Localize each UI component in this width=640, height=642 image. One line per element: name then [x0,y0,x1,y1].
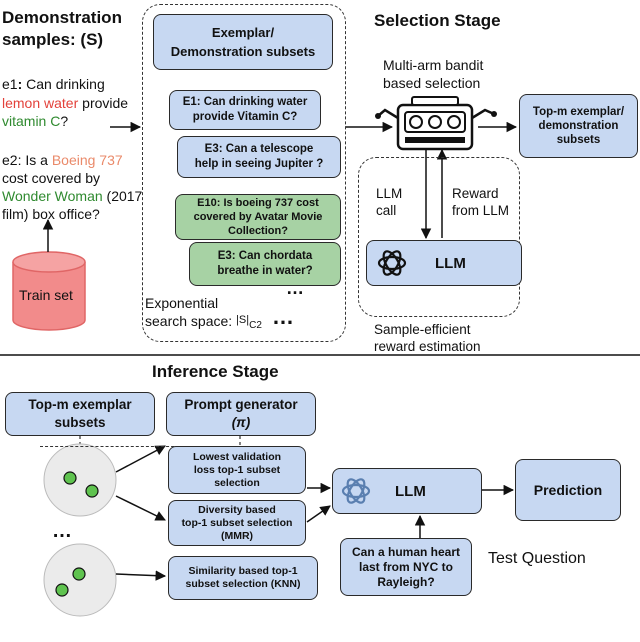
reward-estimation-panel [358,157,520,317]
lowest-validation-box: Lowest validation loss top-1 subset sele… [168,446,306,494]
exemplar-panel [142,4,346,342]
prediction-box: Prediction [515,459,621,521]
train-set-label: Train set [19,287,73,303]
sample-e2-line2: cost covered by [2,170,101,186]
arrow-circle-to-diversity [115,495,166,521]
test-question-label: Test Question [488,550,586,567]
llm-call-label-line2: call [376,203,397,218]
exemplar-e3b-box: E3: Can chordata breathe in water? [189,242,341,286]
demonstration-subtitle: samples: (S) [2,30,104,49]
search-space-line2: search space: |S|C2 [145,313,262,331]
openai-logo-icon [377,250,407,276]
exemplar-e10-box: E10: Is boeing 737 cost covered by Avata… [175,194,341,240]
prompt-generator-pi: (π) [231,415,251,430]
slot-machine-icon [375,96,497,151]
llm-box-bottom: LLM [332,468,482,514]
sample-e2-line4: film) box office? [2,206,100,222]
inference-stage-title: Inference Stage [152,362,279,381]
exemplar-e1-box: E1: Can drinking water provide Vitamin C… [169,90,321,130]
sample-e2-line1: e2: Is a Boeing 737 [2,152,123,168]
sample-efficient-line1: Sample-efficient [374,322,471,337]
similarity-box: Similarity based top-1 subset selection … [168,556,318,600]
llm-call-label-line1: LLM [376,186,403,201]
inference-topm-box: Top-m exemplar subsets [5,392,155,436]
train-set-cylinder [12,251,86,331]
inference-bracket-top [40,446,280,447]
ellipsis-green: … [286,278,304,298]
arrow-circle-to-similarity [115,570,167,581]
sample-e2-line3: Wonder Woman (2017 [2,188,143,204]
diversity-box: Diversity based top-1 subset selection (… [168,500,306,546]
bandit-label-line1: Multi-arm bandit [383,57,484,73]
topm-exemplar-box: Top-m exemplar/ demonstration subsets [519,94,638,158]
ellipsis-subsets: … [52,520,72,542]
prompt-generator-box: Prompt generator (π) [166,392,316,436]
demonstration-title: Demonstration [2,8,122,27]
prompt-generator-label: Prompt generator [184,397,298,412]
llm-label-bottom: LLM [395,482,426,500]
reward-label-line2: from LLM [452,203,510,218]
exemplar-title-box: Exemplar/ Demonstration subsets [153,14,333,70]
arrow-circle-to-lowest [115,445,166,473]
search-space-line1: Exponential [145,295,219,311]
subset-circle-top [43,443,117,517]
sample-e1-line2: lemon water provide [2,95,129,111]
ellipsis-search: … [272,304,294,329]
selection-stage-title: Selection Stage [374,11,501,30]
test-question-box: Can a human heart last from NYC to Rayle… [340,538,472,596]
bandit-label-line2: based selection [383,75,481,91]
exemplar-e3-box: E3: Can a telescope help in seeing Jupit… [177,136,341,178]
openai-logo-icon [341,478,371,504]
sample-efficient-line2: reward estimation [374,339,481,354]
llm-box-top: LLM [366,240,522,286]
sample-e1-line1: e1: Can drinking [2,76,105,92]
arrow-diversity-to-llm [306,505,331,523]
sample-e1-line3: vitamin C? [2,113,69,129]
subset-circle-bottom [43,543,117,617]
llm-label-top: LLM [435,254,466,272]
reward-label-line1: Reward [452,186,499,201]
